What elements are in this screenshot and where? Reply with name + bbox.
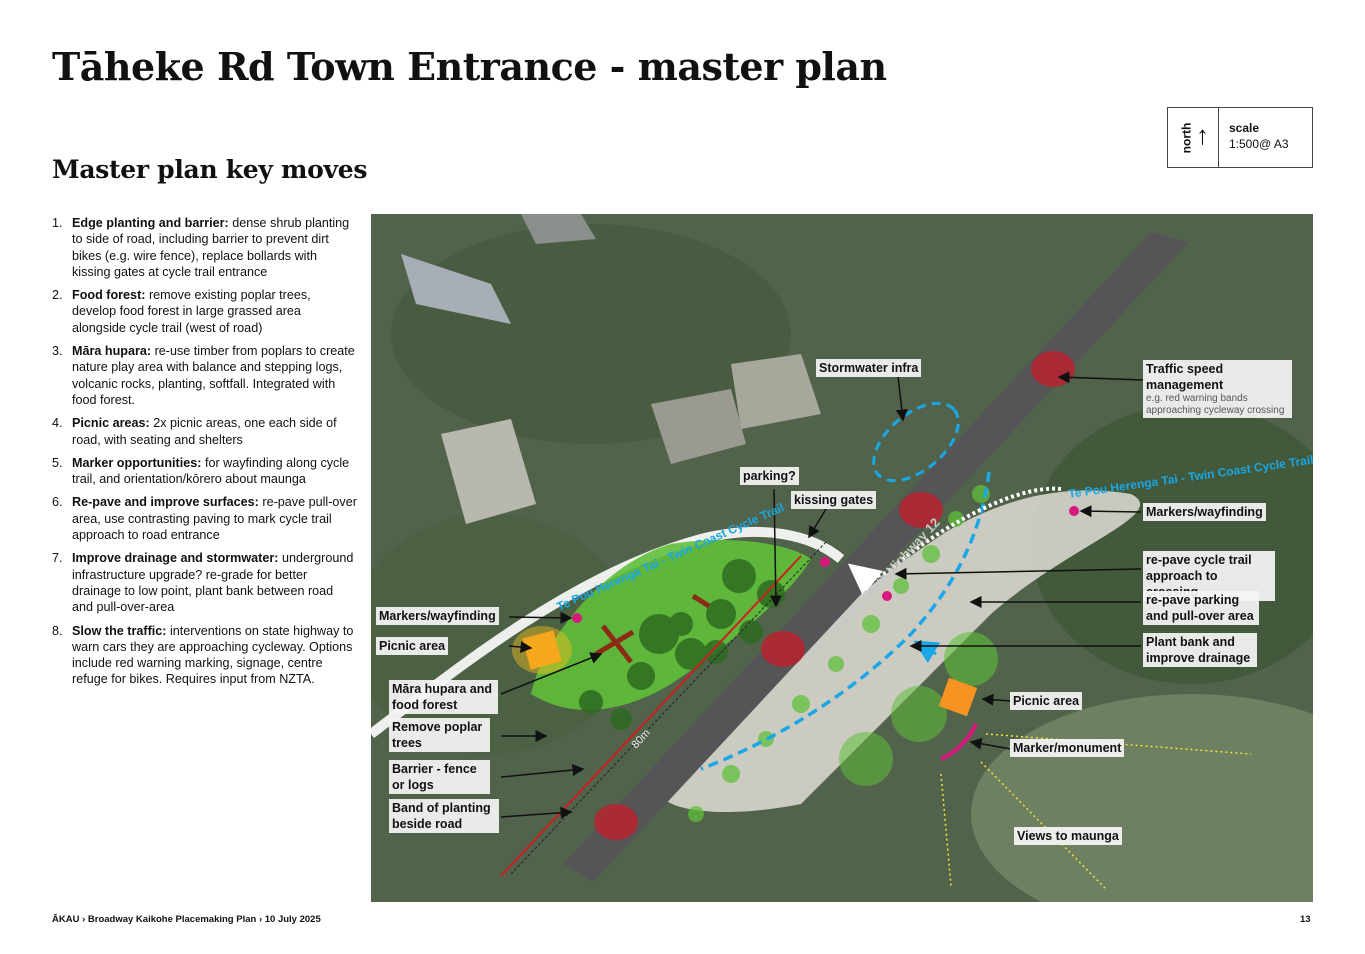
tree-canopy	[391, 224, 791, 444]
label-kissing-gates: kissing gates	[791, 491, 877, 509]
label-mara-hupara: Māra hupara and food forest	[389, 680, 498, 714]
footer-text: ĀKAU › Broadway Kaikohe Placemaking Plan…	[52, 914, 321, 925]
north-arrow-icon: ↑	[1196, 120, 1209, 150]
food-forest-trees	[579, 559, 785, 730]
label-traffic-speed-note: e.g. red warning bands approaching cycle…	[1146, 393, 1285, 416]
drainage-path	[700, 471, 991, 771]
list-item: 3.Māra hupara: re-use timber from poplar…	[52, 344, 355, 407]
label-plant-bank: Plant bank and improve drainage	[1143, 633, 1257, 667]
list-item: 1.Edge planting and barrier: dense shrub…	[52, 216, 350, 279]
picnic-shelter-east	[938, 677, 978, 717]
scale-value: 1:500@ A3	[1229, 137, 1289, 151]
marker-point	[882, 591, 892, 601]
building-roof	[401, 254, 511, 324]
label-repave-parking: re-pave parking and pull-over area	[1143, 591, 1259, 625]
tree-canopy-proposed	[839, 732, 893, 786]
label-band-planting: Band of planting beside road	[389, 799, 499, 833]
marker-point	[572, 613, 582, 623]
red-warning-band	[1031, 351, 1075, 387]
section-subtitle: Master plan key moves	[52, 155, 368, 184]
label-stormwater: Stormwater infra	[816, 359, 922, 377]
page-number: 13	[1300, 914, 1311, 925]
barrier-line	[500, 555, 802, 877]
key-moves-list: 1.Edge planting and barrier: dense shrub…	[52, 215, 357, 695]
page-title: Tāheke Rd Town Entrance - master plan	[52, 44, 887, 89]
marker-point	[1069, 506, 1079, 516]
tree-canopy-proposed	[891, 686, 947, 742]
list-item: 5.Marker opportunities: for wayfinding a…	[52, 455, 350, 487]
leader-arrows	[500, 371, 1144, 819]
marker-monument	[940, 723, 978, 761]
north-label: north	[1179, 122, 1194, 154]
view-lines	[940, 733, 1252, 890]
scale-info: scale 1:500@ A3	[1219, 108, 1289, 167]
label-marker-monument: Marker/monument	[1010, 739, 1125, 757]
planting-band-east	[688, 485, 990, 822]
list-item: 2.Food forest: remove existing poplar tr…	[52, 288, 311, 335]
red-warning-band	[594, 804, 638, 840]
list-item: 7.Improve drainage and stormwater: under…	[52, 551, 354, 615]
label-picnic-left: Picnic area	[376, 637, 449, 655]
north-indicator: north ↑	[1168, 108, 1219, 167]
label-traffic-speed: Traffic speed management e.g. red warnin…	[1143, 360, 1292, 418]
north-scale-box: north ↑ scale 1:500@ A3	[1167, 107, 1313, 168]
picnic-shelter-west	[522, 630, 562, 670]
building-roof	[731, 354, 821, 429]
list-item: 8.Slow the traffic: interventions on sta…	[52, 623, 354, 687]
red-warning-band	[761, 631, 805, 667]
marker-point	[820, 557, 830, 567]
master-plan-map: Te Pou Herenga Tai - Twin Coast Cycle Tr…	[371, 214, 1313, 902]
label-picnic-right: Picnic area	[1010, 692, 1083, 710]
list-item: 6.Re-pave and improve surfaces: re-pave …	[52, 495, 357, 543]
drainage-arrow	[913, 640, 941, 664]
label-parking: parking?	[740, 467, 799, 485]
label-views: Views to maunga	[1014, 827, 1122, 845]
label-markers-left: Markers/wayfinding	[376, 607, 499, 625]
building-roof	[441, 419, 536, 524]
building-roof	[521, 214, 596, 244]
scale-label: scale	[1229, 121, 1260, 135]
nature-play-logs	[594, 593, 711, 664]
tree-canopy-proposed	[944, 632, 998, 686]
state-highway-road	[563, 232, 1189, 882]
building-roof	[651, 389, 746, 464]
label-barrier: Barrier - fence or logs	[389, 760, 490, 794]
red-warning-band	[899, 492, 943, 528]
label-markers-right: Markers/wayfinding	[1143, 503, 1266, 521]
picnic-area-west	[512, 626, 572, 674]
list-item: 4.Picnic areas: 2x picnic areas, one eac…	[52, 416, 337, 447]
label-traffic-speed-title: Traffic speed management	[1146, 362, 1224, 392]
label-remove-poplar: Remove poplar trees	[389, 718, 490, 752]
